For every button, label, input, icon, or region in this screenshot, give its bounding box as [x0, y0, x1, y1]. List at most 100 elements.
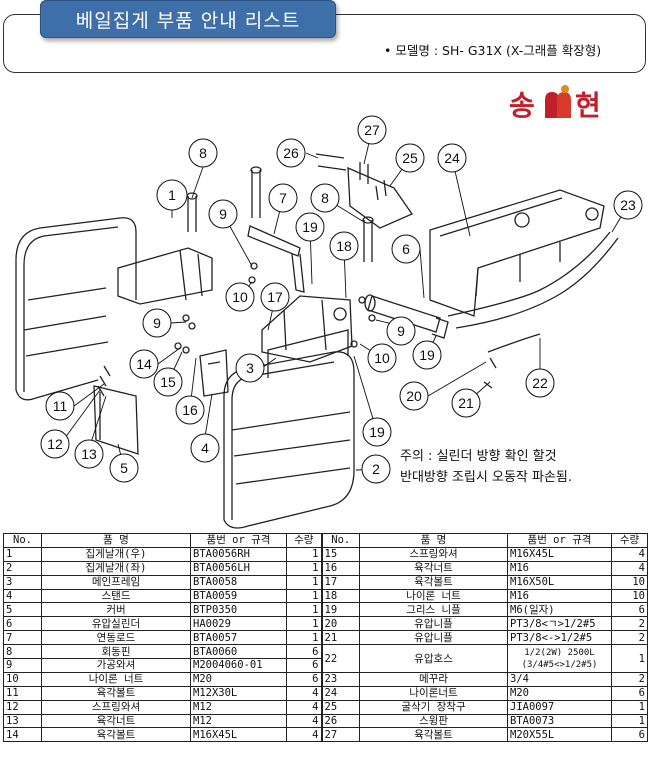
cell-qty: 1 — [286, 630, 322, 646]
cell-spec: M16X45L — [190, 727, 287, 743]
callout-4: 4 — [190, 433, 220, 463]
svg-text:25: 25 — [402, 150, 418, 166]
table-row: 7 연동로드 BTA0057 1 21 유압니플 PT3/8<->1/2#5 2 — [3, 630, 648, 646]
svg-text:27: 27 — [364, 122, 380, 138]
callout-19a: 19 — [295, 212, 325, 242]
cell-name: 가공와셔 — [41, 658, 191, 673]
callout-14: 14 — [129, 349, 159, 379]
callout-1: 1 — [156, 179, 188, 211]
cell-name: 육각볼트 — [41, 727, 191, 743]
cell-no: 21 — [320, 630, 360, 646]
header-no: No. — [3, 533, 42, 548]
cell-name: 육각너트 — [41, 713, 191, 729]
cell-qty: 1 — [286, 546, 322, 562]
svg-text:8: 8 — [321, 190, 329, 206]
cell-spec: M16X50L — [507, 574, 612, 590]
cell-no: 27 — [320, 727, 360, 743]
table-row: 3 메인프레임 BTA0058 1 17 육각볼트 M16X50L 10 — [3, 574, 648, 590]
model-name: • 모델명 : SH- G31X (X-그래플 확장형) — [384, 43, 602, 58]
cell-no: 11 — [3, 685, 42, 701]
logo-char-2: 현 — [575, 89, 601, 122]
cell-no: 20 — [320, 616, 360, 632]
cell-no: 24 — [320, 685, 360, 701]
hydraulic-cylinder — [364, 294, 449, 339]
cell-spec: M12 — [190, 713, 287, 729]
cell-no: 26 — [320, 713, 360, 729]
callout-6: 6 — [391, 234, 421, 264]
cell-name: 유압호스 — [359, 644, 508, 673]
callout-18: 18 — [329, 231, 359, 261]
cell-qty: 6 — [286, 644, 322, 660]
small-hardware — [97, 262, 497, 397]
svg-text:20: 20 — [406, 388, 422, 404]
cell-name: 메꾸라 — [359, 671, 508, 687]
logo-char-1: 송 — [509, 89, 535, 122]
cell-no: 17 — [320, 574, 360, 590]
callout-24: 24 — [437, 143, 467, 173]
cell-no: 6 — [3, 616, 42, 632]
cell-spec: M16X45L — [507, 546, 612, 562]
cell-spec: 3/4 — [507, 671, 612, 687]
callout-5: 5 — [109, 453, 139, 483]
cell-spec: PT3/8<ㄱ>1/2#5 — [507, 616, 612, 632]
table-row: 4 스탠드 BTA0059 1 18 나이론 너트 M16 10 — [3, 588, 648, 604]
svg-text:19: 19 — [369, 424, 385, 440]
table-row: 6 유압실린더 HA0029 1 20 유압니플 PT3/8<ㄱ>1/2#5 2 — [3, 616, 648, 632]
cell-spec: M16 — [507, 588, 612, 604]
cell-spec: M12X30L — [190, 685, 287, 701]
callout-2: 2 — [361, 454, 391, 484]
cell-spec: JIA0097 — [507, 699, 612, 715]
cell-spec: BTA0056RH — [190, 546, 287, 562]
cell-qty: 2 — [611, 630, 648, 646]
svg-text:5: 5 — [120, 460, 128, 476]
callout-23: 23 — [613, 190, 643, 220]
svg-text:13: 13 — [81, 446, 97, 462]
cell-spec: M12 — [190, 699, 287, 715]
svg-text:14: 14 — [136, 356, 152, 372]
cell-no: 2 — [3, 560, 42, 576]
cell-spec: BTA0060 — [190, 644, 287, 660]
cell-qty: 4 — [286, 713, 322, 729]
cell-no: 8 — [3, 644, 42, 660]
cell-qty: 4 — [286, 727, 322, 743]
cell-name: 육각너트 — [359, 560, 508, 576]
svg-text:15: 15 — [160, 374, 176, 390]
parts-table: No. 품 명 품번 or 규격 수량 No. 품 명 품번 or 규격 수량 … — [3, 533, 648, 743]
svg-text:4: 4 — [201, 440, 209, 456]
cell-no: 1 — [3, 546, 42, 562]
cell-spec: BTA0058 — [190, 574, 287, 590]
cell-name: 스프링와셔 — [41, 699, 191, 715]
cell-no: 5 — [3, 602, 42, 618]
callout-8a: 8 — [188, 138, 218, 168]
mount-bolts — [315, 153, 369, 184]
cell-qty: 1 — [611, 699, 648, 715]
pivot-pins — [186, 166, 374, 262]
cell-spec: BTP0350 — [190, 602, 287, 618]
cell-no: 23 — [320, 671, 360, 687]
callout-10a: 10 — [225, 282, 255, 312]
callout-3: 3 — [235, 353, 265, 383]
cell-name: 나이론 너트 — [41, 671, 191, 687]
header-qty: 수량 — [611, 533, 648, 548]
cell-spec: M2004060-01 — [190, 658, 287, 673]
cell-qty: 1 — [286, 616, 322, 632]
cell-qty: 1 — [611, 713, 648, 729]
cell-no: 13 — [3, 713, 42, 729]
svg-text:23: 23 — [620, 197, 636, 213]
svg-text:22: 22 — [532, 375, 548, 391]
cell-no: 19 — [320, 602, 360, 618]
caution-note: 주의 : 실린더 방향 확인 할것 반대방향 조립시 오동작 파손됨. — [400, 446, 572, 488]
cell-qty: 6 — [286, 671, 322, 687]
svg-text:3: 3 — [246, 360, 254, 376]
svg-text:19: 19 — [419, 347, 435, 363]
cell-qty: 6 — [611, 727, 648, 743]
cell-qty: 4 — [286, 685, 322, 701]
grapple-wing-right — [15, 217, 213, 401]
cell-no: 14 — [3, 727, 42, 743]
cell-name: 육각볼트 — [41, 685, 191, 701]
cell-no: 22 — [320, 644, 360, 673]
cell-spec-line-1: 1/2(2W) 2500L — [524, 647, 595, 658]
cell-no: 9 — [3, 658, 42, 673]
cell-name: 유압니플 — [359, 630, 508, 646]
header-name: 품 명 — [41, 533, 191, 548]
